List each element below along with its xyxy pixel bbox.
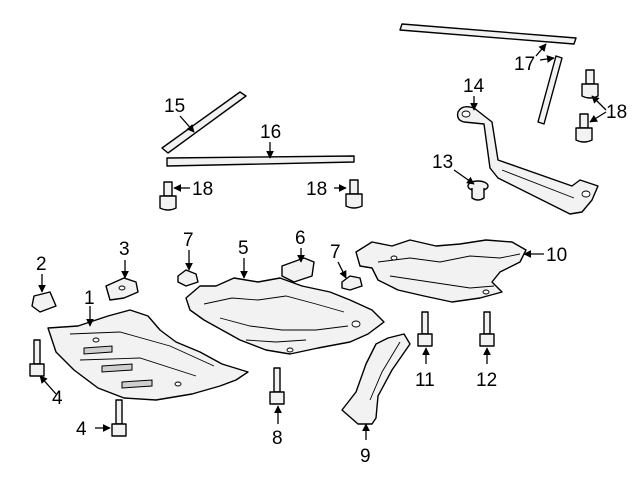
part-9-strip <box>341 333 411 425</box>
callout-4-upper: 4 <box>52 388 63 409</box>
part-7-clip-left <box>177 269 199 287</box>
callout-3: 3 <box>119 239 130 260</box>
callout-4-lower: 4 <box>76 419 87 440</box>
part-4-bolt-lower <box>111 399 127 437</box>
part-11-bolt <box>417 311 433 347</box>
part-18-stud-top-right <box>581 69 599 99</box>
part-7-clip-right <box>341 275 363 291</box>
part-14-bracket <box>456 105 599 215</box>
part-16-seal-strip <box>166 155 355 167</box>
part-15-seal-strip <box>161 91 247 154</box>
callout-1: 1 <box>84 288 95 309</box>
part-18-stud-mid <box>345 179 363 209</box>
callout-15: 15 <box>164 96 185 117</box>
callout-14: 14 <box>463 76 485 97</box>
part-13-fastener <box>467 180 489 201</box>
part-3-bracket <box>105 277 139 301</box>
part-2-clip <box>31 291 57 313</box>
part-5-shield <box>185 277 385 355</box>
part-17-seal-strip <box>399 23 577 125</box>
part-1-shield <box>47 309 249 401</box>
part-18-stud-left <box>159 181 177 211</box>
callout-18-left: 18 <box>192 179 213 200</box>
callout-5: 5 <box>238 238 249 259</box>
callout-16: 16 <box>260 122 281 143</box>
part-18-stud-lower-right <box>575 113 593 143</box>
part-8-bolt <box>269 367 285 405</box>
callout-10: 10 <box>546 245 567 266</box>
callout-12: 12 <box>476 370 497 391</box>
leader-lines <box>38 43 607 440</box>
callout-11: 11 <box>415 370 435 391</box>
callout-17: 17 <box>514 54 535 75</box>
callout-18-mid: 18 <box>306 179 327 200</box>
callout-7-right: 7 <box>330 242 341 263</box>
callout-13: 13 <box>432 152 453 173</box>
callout-18-right: 18 <box>606 102 627 123</box>
part-10-shield <box>355 239 527 303</box>
part-12-bolt <box>479 311 495 347</box>
part-4-bolt-upper <box>29 339 45 377</box>
callout-8: 8 <box>272 428 283 449</box>
callout-7-left: 7 <box>183 230 194 251</box>
part-6-clip <box>281 257 315 283</box>
callout-9: 9 <box>360 446 371 467</box>
callout-2: 2 <box>36 254 47 275</box>
callout-6: 6 <box>295 228 306 249</box>
